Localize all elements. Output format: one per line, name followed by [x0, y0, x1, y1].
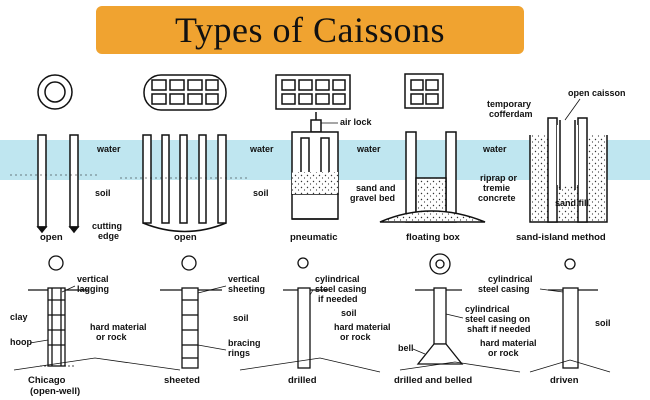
label-cyl-casing-d2: steel casing [478, 284, 530, 294]
chicago-caisson [47, 287, 66, 367]
label-vertical-lagging-1: vertical [77, 274, 109, 284]
open-caisson-2 [142, 134, 227, 233]
label-air-lock: air lock [340, 117, 373, 127]
label-open-caisson: open caisson [568, 88, 626, 98]
caption-pneumatic: pneumatic [290, 232, 338, 243]
sand-island-caisson [529, 117, 608, 223]
label-bracing-2: rings [228, 348, 250, 358]
label-cyl-casing-shaft-2: steel casing on [465, 314, 530, 324]
page-title: Types of Caissons [175, 10, 445, 50]
label-water-1: water [96, 144, 121, 154]
label-hoop: hoop [10, 337, 32, 347]
label-riprap-1: riprap or [480, 173, 518, 183]
label-hard-material-c2: or rock [488, 348, 520, 358]
title-banner: Types of Caissons [96, 6, 524, 54]
label-sand-gravel-1: sand and [356, 183, 396, 193]
label-riprap-3: concrete [478, 193, 516, 203]
caption-drilled-belled: drilled and belled [394, 375, 472, 386]
label-riprap-2: tremie [483, 183, 510, 193]
caption-floating-box: floating box [406, 232, 461, 243]
pneumatic-caisson [291, 112, 339, 220]
label-cyl-casing-shaft-1: cylindrical [465, 304, 510, 314]
label-cutting-1: cutting [92, 221, 122, 231]
label-clay: clay [10, 312, 28, 322]
label-cyl-casing-shaft-3: shaft if needed [467, 324, 531, 334]
label-bell: bell [398, 343, 414, 353]
caption-sheeted: sheeted [164, 375, 200, 386]
caption-drilled: drilled [288, 375, 317, 386]
label-temp-coffer-1: temporary [487, 99, 531, 109]
label-water-2: water [249, 144, 274, 154]
bottom-plan-views [48, 253, 576, 275]
caption-sand-island: sand-island method [516, 232, 606, 243]
label-soil-2: soil [253, 188, 269, 198]
open-caisson-1 [36, 134, 80, 234]
label-hard-material-c1: hard material [480, 338, 537, 348]
label-cyl-casing-d1: cylindrical [488, 274, 533, 284]
label-sand-fill: sand fill [555, 198, 589, 208]
label-cutting-2: edge [98, 231, 119, 241]
label-water-4: water [482, 144, 507, 154]
label-vertical-sheeting-1: vertical [228, 274, 260, 284]
caption-driven: driven [550, 375, 579, 386]
label-hard-material-b2: or rock [340, 332, 372, 342]
label-hard-material-1: hard material [90, 322, 147, 332]
label-bracing-1: bracing [228, 338, 261, 348]
label-cyl-casing-1: cylindrical [315, 274, 360, 284]
sheeted-caisson [181, 287, 199, 369]
driven-caisson [562, 287, 579, 369]
plan-views [37, 73, 444, 111]
label-hard-material-2: or rock [96, 332, 128, 342]
label-temp-coffer-2: cofferdam [489, 109, 533, 119]
drilled-belled-caisson [416, 287, 464, 365]
caption-chicago-1: Chicago [28, 375, 66, 386]
label-soil-1: soil [95, 188, 111, 198]
label-sand-gravel-2: gravel bed [350, 193, 395, 203]
label-cyl-casing-3: if needed [318, 294, 358, 304]
label-soil-a: soil [233, 313, 249, 323]
floating-box-caisson [379, 131, 486, 223]
label-soil-b: soil [341, 308, 357, 318]
label-vertical-lagging-2: lagging [77, 284, 109, 294]
caption-open-1: open [40, 232, 63, 243]
caption-chicago-2: (open-well) [30, 386, 80, 397]
label-hard-material-b1: hard material [334, 322, 391, 332]
caption-open-2: open [174, 232, 197, 243]
drilled-caisson [297, 287, 311, 369]
label-cyl-casing-2: steel casing [315, 284, 367, 294]
label-soil-c: soil [595, 318, 611, 328]
label-water-3: water [356, 144, 381, 154]
label-vertical-sheeting-2: sheeting [228, 284, 265, 294]
